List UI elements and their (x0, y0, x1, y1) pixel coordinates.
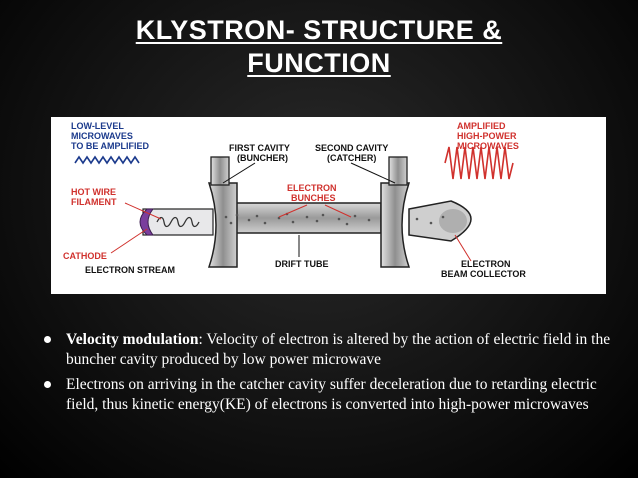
label-filament-2: FILAMENT (71, 197, 117, 207)
klystron-diagram: LOW-LEVEL MICROWAVES TO BE AMPLIFIED AMP… (51, 117, 606, 294)
leader-lines (110, 202, 472, 262)
catcher-cavity (380, 182, 411, 268)
label-output-1: AMPLIFIED (457, 121, 506, 131)
buncher-waveguide (210, 156, 230, 186)
bullet-item: Velocity modulation: Velocity of electro… (44, 330, 619, 369)
title-line-1: KLYSTRON- STRUCTURE & (135, 15, 503, 45)
label-first-cavity-2: (BUNCHER) (237, 153, 288, 163)
label-first-cavity-1: FIRST CAVITY (229, 143, 290, 153)
label-collector-1: ELECTRON (461, 259, 511, 269)
label-input-1: LOW-LEVEL (71, 121, 124, 131)
bullet-dot-icon (44, 336, 51, 343)
label-bunches-2: BUNCHES (291, 193, 336, 203)
label-output-3: MICROWAVES (457, 141, 519, 151)
bullet-bold: Velocity modulation (66, 331, 199, 348)
slide-title: KLYSTRON- STRUCTURE & FUNCTION (0, 14, 638, 80)
label-bunches-1: ELECTRON (287, 183, 337, 193)
electron-stream (224, 212, 445, 226)
label-input-2: MICROWAVES (71, 131, 133, 141)
catcher-waveguide (388, 156, 408, 186)
bullet-text: : Velocity of electron is altered by the… (66, 331, 611, 368)
label-second-cavity-1: SECOND CAVITY (315, 143, 388, 153)
label-cathode: CATHODE (63, 251, 107, 261)
bullet-item: Electrons on arriving in the catcher cav… (44, 375, 619, 414)
output-wave (444, 146, 514, 180)
bullet-list: Velocity modulation: Velocity of electro… (44, 330, 619, 420)
bullet-dot-icon (44, 381, 51, 388)
label-output-2: HIGH-POWER (457, 131, 517, 141)
klystron-diagram-svg: LOW-LEVEL MICROWAVES TO BE AMPLIFIED AMP… (63, 121, 526, 279)
label-second-cavity-2: (CATCHER) (327, 153, 376, 163)
label-collector-2: BEAM COLLECTOR (441, 269, 526, 279)
label-drift-tube: DRIFT TUBE (275, 259, 329, 269)
title-line-2: FUNCTION (247, 48, 391, 78)
input-wave (74, 155, 140, 165)
bullet-text: Electrons on arriving in the catcher cav… (66, 376, 597, 413)
label-electron-stream: ELECTRON STREAM (85, 265, 175, 275)
label-input-3: TO BE AMPLIFIED (71, 141, 150, 151)
label-filament-1: HOT WIRE (71, 187, 116, 197)
filament-coil (156, 216, 200, 228)
buncher-cavity (207, 182, 238, 268)
